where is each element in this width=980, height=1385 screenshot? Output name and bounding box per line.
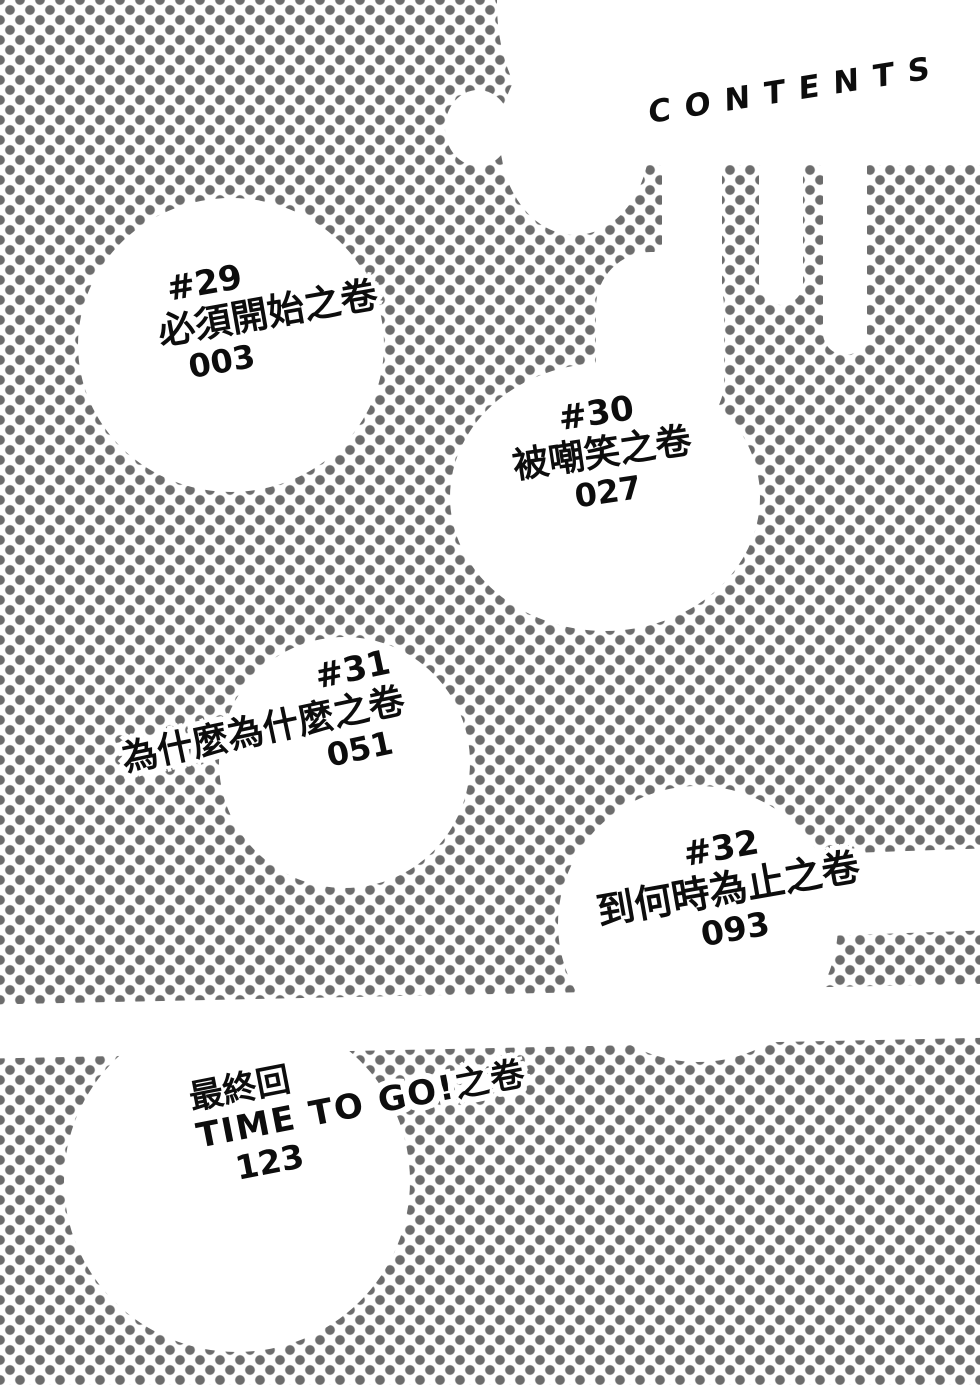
white-circle-entry29 — [78, 198, 384, 492]
white-circle-entry31 — [219, 637, 470, 888]
white-blob-top-notch — [445, 90, 511, 166]
white-channel-right — [823, 140, 867, 355]
white-blob-top-lobe — [500, 40, 650, 235]
white-finger-gap — [759, 150, 803, 305]
white-circle-entry30 — [450, 363, 760, 631]
white-circle-final-entry — [64, 1010, 410, 1352]
